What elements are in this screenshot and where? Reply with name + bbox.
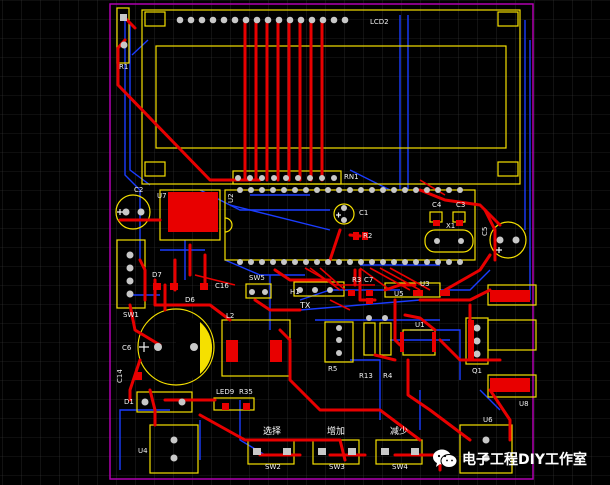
ref-u4: U4 [138,447,148,455]
ref-c4: C4 [432,201,442,209]
ref-u2: U2 [227,193,235,203]
ref-c1: C1 [359,209,369,217]
ref-c7: C7 [364,276,374,284]
ref-tx: TX [300,301,311,310]
ref-x1: X1 [446,222,456,230]
ref-c6: C6 [122,344,132,352]
ref-u3: U3 [420,280,430,288]
ref-d1: D1 [124,398,134,406]
ref-u5: U5 [394,290,404,298]
ref-c14: C14 [116,369,124,383]
rn1-pads [235,175,337,181]
ref-sw4: SW4 [392,463,408,471]
watermark-text: 电子工程DIY工作室 [462,452,587,468]
ref-l2: L2 [226,312,235,320]
smd-pads [135,220,530,410]
ref-c16: C16 [215,282,229,290]
wechat-icon [432,448,458,470]
polarity-signs [117,209,502,352]
silkscreen-layer [115,7,537,474]
button-label-select: 选择 [263,427,282,437]
ref-c2: C2 [134,186,144,194]
ref-led9: LED9 [216,388,235,396]
ref-d7: D7 [152,271,162,279]
u2-top-pins [237,187,463,193]
ref-r4: R4 [383,372,393,380]
ref-r1: R1 [119,63,129,71]
lcd2-window [155,45,507,149]
ref-u6: U6 [483,416,493,424]
ref-d6: D6 [185,296,195,304]
ref-rn1: RN1 [344,173,359,181]
pads-layer [120,14,520,462]
board-outline [109,3,534,480]
ref-r2: R2 [363,232,373,240]
ref-h1: H1 [290,288,300,296]
top-copper-thin [194,179,446,311]
ref-c5: C5 [481,226,489,236]
ref-sw2: SW2 [265,463,281,471]
ref-u7: U7 [157,192,167,200]
ref-sw5: SW5 [249,274,265,282]
ref-r35: R35 [239,388,253,396]
u7-regulator-pad [168,192,218,232]
ref-sw1: SW1 [123,311,139,319]
ref-u8: U8 [519,400,529,408]
ref-lcd2: LCD2 [370,18,389,26]
ref-r13: R13 [359,372,373,380]
ref-u1: U1 [415,321,425,329]
u2-bottom-pins [237,259,463,265]
watermark: 电子工程DIY工作室 [432,444,587,474]
button-label-increase: 增加 [327,427,346,437]
button-label-decrease: 减少 [390,427,409,437]
ref-q1: Q1 [472,367,482,375]
lcd-top-header [176,16,349,24]
ref-c3: C3 [456,201,466,209]
ref-r5: R5 [328,365,338,373]
top-copper-traces [116,16,512,472]
c6-polarity-mark [200,322,213,374]
ref-sw3: SW3 [329,463,345,471]
ref-r3: R3 [352,276,362,284]
